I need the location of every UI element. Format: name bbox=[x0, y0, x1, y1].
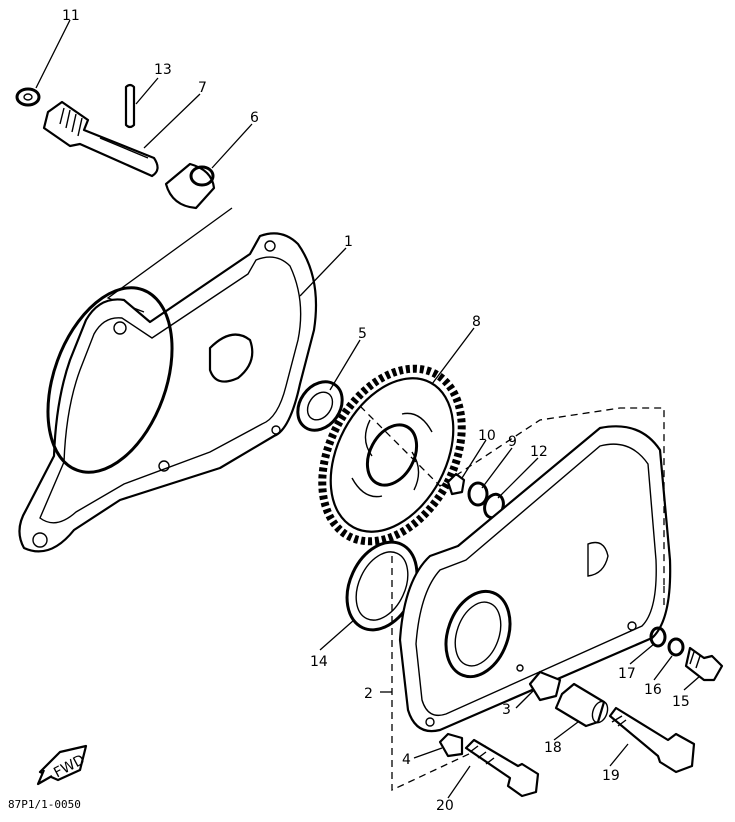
sleeve-part-18 bbox=[554, 682, 609, 728]
label-18: 18 bbox=[544, 740, 562, 756]
label-14: 14 bbox=[310, 654, 328, 670]
label-5: 5 bbox=[358, 326, 367, 342]
bushing-part-6 bbox=[164, 162, 216, 210]
dowel-part-4 bbox=[438, 732, 464, 758]
label-15: 15 bbox=[672, 694, 690, 710]
washer-part-17 bbox=[649, 626, 667, 648]
gearcase-cover-part-2 bbox=[359, 405, 672, 792]
label-4: 4 bbox=[402, 752, 411, 768]
bearing-part-5 bbox=[296, 380, 344, 432]
label-19: 19 bbox=[602, 768, 620, 784]
washer-part-9 bbox=[467, 481, 489, 507]
washer-part-11 bbox=[15, 87, 41, 107]
label-20: 20 bbox=[436, 798, 454, 814]
label-3: 3 bbox=[502, 702, 511, 718]
forward-arrow-icon: FWD bbox=[36, 744, 88, 786]
worm-shaft-part-7 bbox=[42, 100, 159, 178]
drawing-code: 87P1/1-0050 bbox=[8, 798, 81, 811]
label-7: 7 bbox=[198, 80, 207, 96]
gearcase-cover-part-1 bbox=[18, 232, 318, 553]
label-6: 6 bbox=[250, 110, 259, 126]
label-1: 1 bbox=[344, 234, 353, 250]
gear-part-8 bbox=[318, 364, 466, 546]
part-labels: 11 13 7 6 1 5 8 10 9 12 14 2 3 4 18 19 2… bbox=[62, 8, 690, 814]
pin-part-13 bbox=[124, 83, 136, 129]
bolt-part-19 bbox=[608, 706, 696, 774]
dowel-part-3 bbox=[528, 670, 562, 702]
label-8: 8 bbox=[472, 314, 481, 330]
bolt-part-15 bbox=[684, 646, 724, 682]
label-9: 9 bbox=[508, 434, 517, 450]
label-11: 11 bbox=[62, 8, 80, 24]
label-2: 2 bbox=[364, 686, 373, 702]
label-13: 13 bbox=[154, 62, 172, 78]
bolt-part-20 bbox=[464, 738, 540, 798]
washer-part-16 bbox=[667, 637, 685, 657]
label-17: 17 bbox=[618, 666, 636, 682]
leader-lines bbox=[35, 19, 701, 799]
label-12: 12 bbox=[530, 444, 548, 460]
label-16: 16 bbox=[644, 682, 662, 698]
label-10: 10 bbox=[478, 428, 496, 444]
nut-part-10 bbox=[446, 472, 466, 496]
